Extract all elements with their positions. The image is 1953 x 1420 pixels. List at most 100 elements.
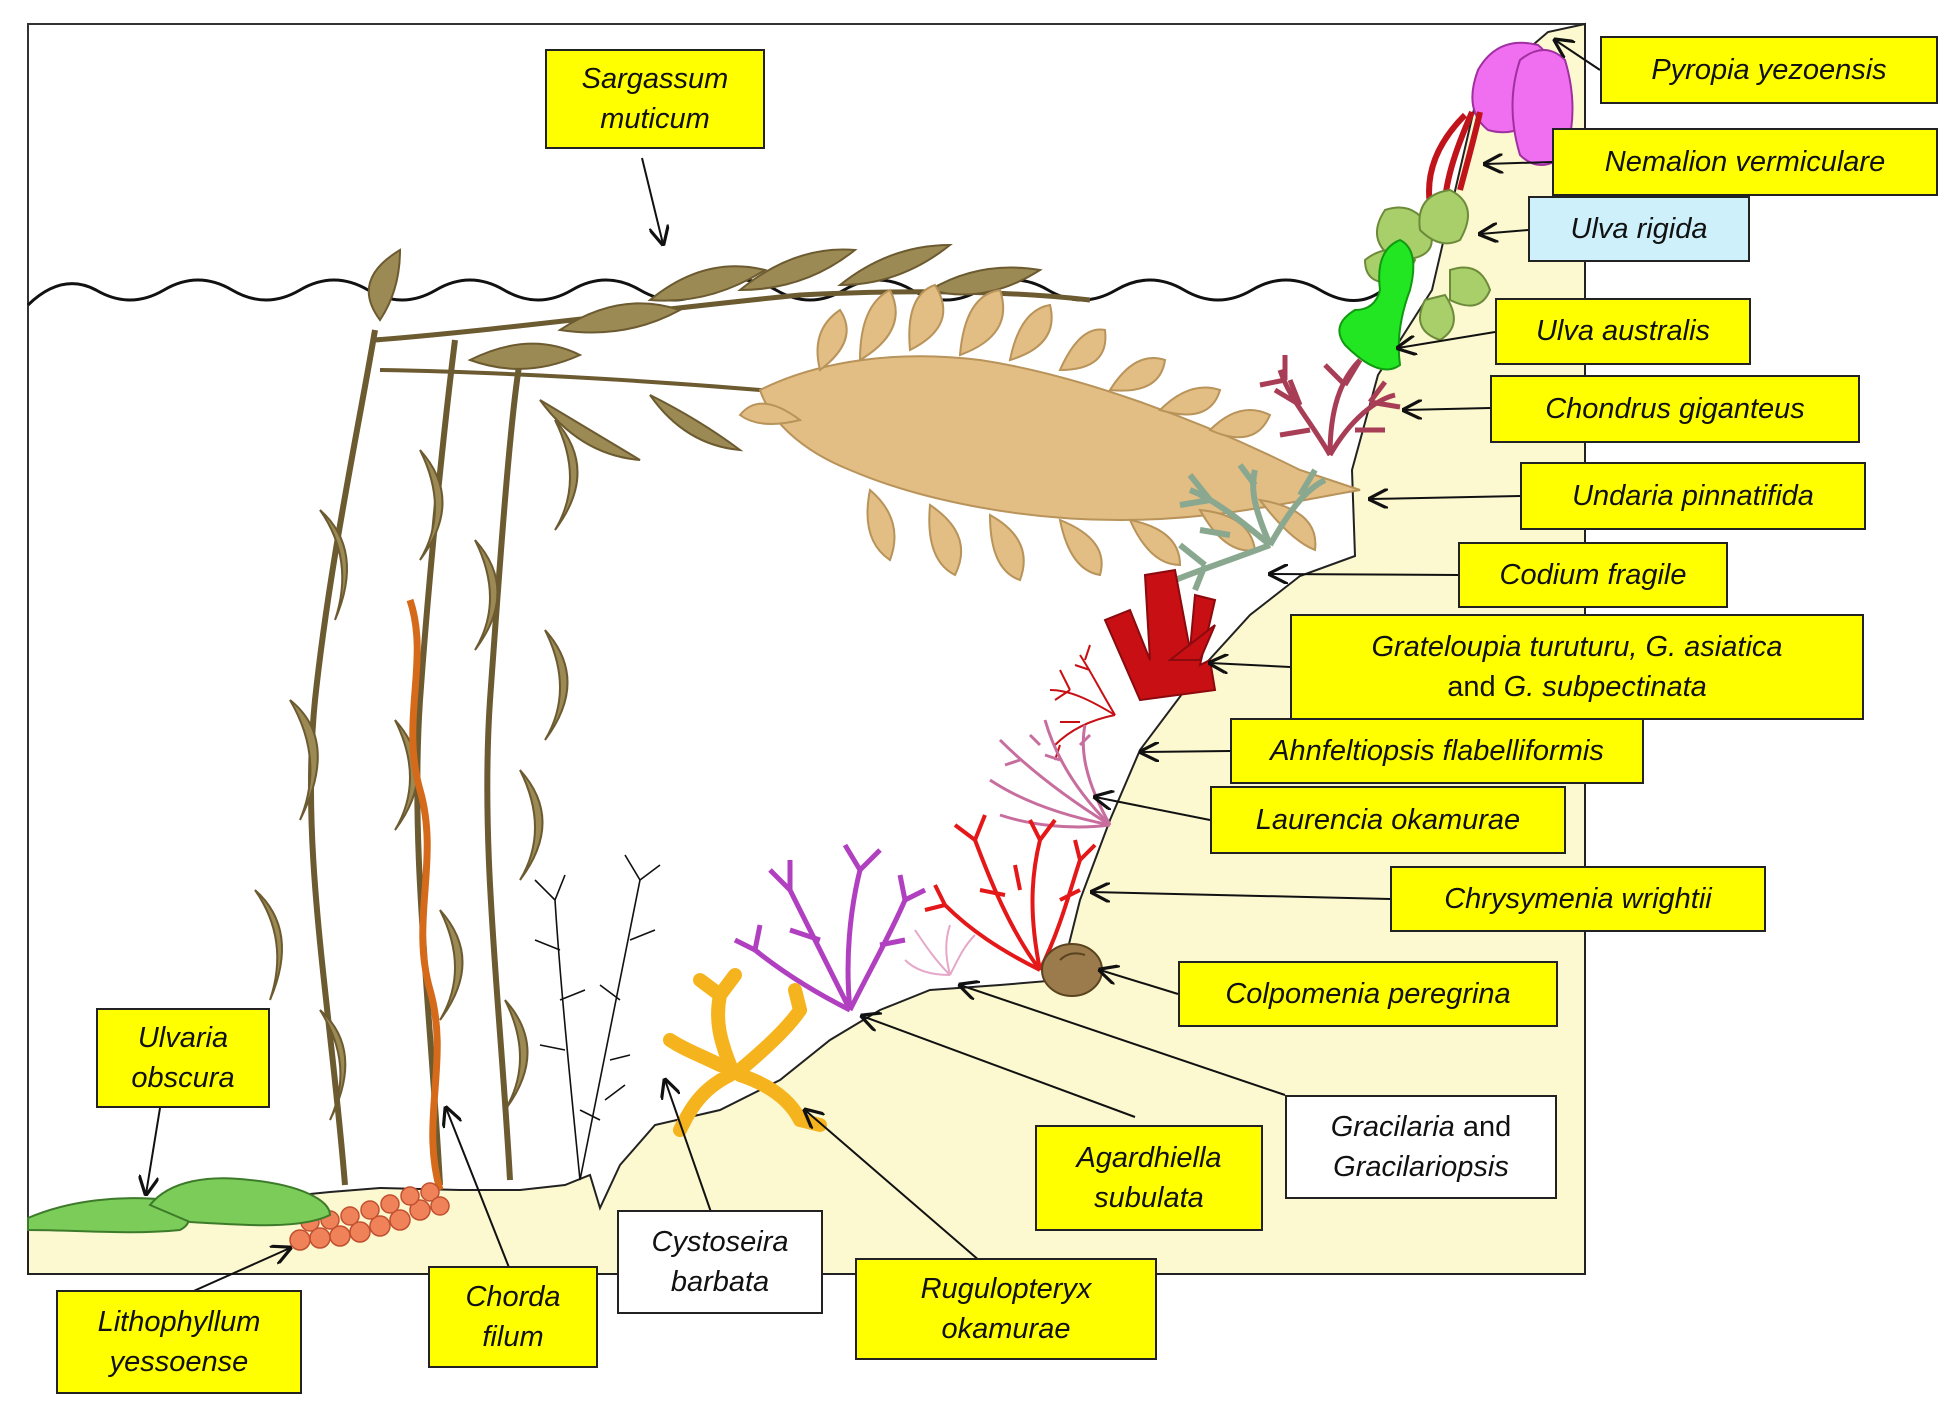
label-line: Laurencia okamurae (1256, 800, 1520, 840)
species-name-text: Lithophyllum (97, 1305, 261, 1338)
label-text: Chrysymenia wrightii (1444, 879, 1712, 919)
label-text: Laurencia okamurae (1256, 800, 1520, 840)
label-line: Nemalion vermiculare (1605, 142, 1885, 182)
species-name-text: G. subpectinata (1503, 671, 1707, 703)
label-colpomenia-peregrina: Colpomenia peregrina (1178, 961, 1558, 1027)
label-line: Cystoseira (652, 1222, 789, 1262)
label-text: Rugulopteryx okamurae (921, 1269, 1092, 1349)
species-name-text: muticum (600, 103, 710, 135)
label-text: Undaria pinnatifida (1572, 476, 1814, 516)
label-ulva-australis: Ulva australis (1495, 298, 1751, 365)
species-name-text: Gracilariopsis (1333, 1151, 1509, 1183)
undaria-pinnatifida-drawing (738, 283, 1361, 582)
label-text: Ulva australis (1536, 311, 1710, 351)
label-line: filum (465, 1317, 560, 1357)
species-name-text: Codium fragile (1499, 558, 1687, 591)
label-laurencia-okamurae: Laurencia okamurae (1210, 786, 1566, 854)
species-name-text: Ulva rigida (1570, 212, 1708, 245)
label-text: Pyropia yezoensis (1651, 50, 1886, 90)
label-line: subulata (1076, 1178, 1221, 1218)
label-line: okamurae (921, 1309, 1092, 1349)
label-line: Rugulopteryx (921, 1269, 1092, 1309)
label-codium-fragile: Codium fragile (1458, 542, 1728, 608)
species-name-text: Agardhiella (1076, 1141, 1222, 1174)
label-text: Codium fragile (1500, 555, 1687, 595)
species-name-text: Laurencia okamurae (1255, 803, 1521, 836)
label-text: Agardhiella subulata (1076, 1138, 1221, 1218)
label-chorda-filum: Chorda filum (428, 1266, 598, 1368)
label-agardhiella-subulata: Agardhiella subulata (1035, 1125, 1263, 1231)
label-line: Lithophyllum (98, 1302, 261, 1342)
species-name-text: barbata (670, 1266, 770, 1298)
cystoseira-barbata-drawing (534, 854, 661, 1181)
label-line: Sargassum (582, 59, 729, 99)
label-text: Nemalion vermiculare (1605, 142, 1885, 182)
label-line: barbata (652, 1262, 789, 1302)
species-name-text: Cystoseira (651, 1225, 789, 1258)
label-sargassum-muticum: Sargassum muticum (545, 49, 765, 149)
label-line: Ulva rigida (1571, 209, 1708, 249)
species-name-text: Rugulopteryx (920, 1272, 1092, 1305)
label-text: Lithophyllum yessoense (98, 1302, 261, 1382)
label-line: Gracilaria and (1331, 1107, 1512, 1147)
sargassum-muticum-drawing (254, 243, 1091, 1186)
ulvaria-obscura-drawing (27, 1177, 332, 1234)
label-line: and G. subpectinata (1371, 667, 1782, 707)
chorda-filum-drawing (406, 598, 444, 1191)
label-text: Colpomenia peregrina (1225, 974, 1510, 1014)
label-text: Ahnfeltiopsis flabelliformis (1270, 731, 1604, 771)
label-chondrus-giganteus: Chondrus giganteus (1490, 375, 1860, 443)
species-name-text: yessoense (109, 1346, 249, 1378)
species-name-text: Ulvaria (137, 1021, 229, 1054)
label-line: Chorda (465, 1277, 560, 1317)
species-name-text: Nemalion vermiculare (1604, 145, 1886, 178)
label-ulvaria-obscura: Ulvaria obscura (96, 1008, 270, 1108)
species-name-text: subulata (1094, 1182, 1204, 1214)
label-line: Agardhiella (1076, 1138, 1221, 1178)
label-text: Ulvaria obscura (131, 1018, 234, 1098)
species-name-text: filum (482, 1321, 544, 1353)
label-lithophyllum-yessoense: Lithophyllum yessoense (56, 1290, 302, 1394)
label-text: Grateloupia turuturu, G. asiatica and G. … (1371, 627, 1782, 707)
species-name-text: Ulva australis (1535, 315, 1711, 348)
label-line: Ulva australis (1536, 311, 1710, 351)
label-line: Chondrus giganteus (1545, 389, 1805, 429)
label-line: Grateloupia turuturu, G. asiatica (1371, 627, 1782, 667)
species-name-text: obscura (131, 1062, 235, 1094)
species-name-text: Colpomenia peregrina (1225, 977, 1511, 1010)
label-line: yessoense (98, 1342, 261, 1382)
species-name-text: Grateloupia turuturu, G. asiatica (1371, 630, 1783, 663)
label-line: Codium fragile (1500, 555, 1687, 595)
label-text: Ulva rigida (1571, 209, 1708, 249)
ahnfeltiopsis-flabelliformis-drawing (1049, 644, 1116, 761)
codium-fragile-drawing (1173, 463, 1327, 592)
label-text: Sargassum muticum (582, 59, 729, 139)
label-undaria-pinnatifida: Undaria pinnatifida (1520, 462, 1866, 530)
gracilaria-drawing (904, 924, 976, 976)
label-grateloupia: Grateloupia turuturu, G. asiatica and G. … (1290, 614, 1864, 720)
label-rugulopteryx-okamurae: Rugulopteryx okamurae (855, 1258, 1157, 1360)
label-ahnfeltiopsis-flabelliformis: Ahnfeltiopsis flabelliformis (1230, 718, 1644, 784)
chrysymenia-wrightii-drawing (924, 814, 1097, 972)
colpomenia-peregrina-drawing (1041, 943, 1103, 997)
agardhiella-subulata-drawing (733, 843, 927, 1013)
label-cystoseira-barbata: Cystoseira barbata (617, 1210, 823, 1314)
label-line: obscura (131, 1058, 234, 1098)
label-line: Ahnfeltiopsis flabelliformis (1270, 731, 1604, 771)
label-line: Undaria pinnatifida (1572, 476, 1814, 516)
species-name-text: Gracilaria (1330, 1110, 1455, 1143)
rugulopteryx-okamurae-drawing (663, 968, 827, 1137)
species-name-text: Pyropia yezoensis (1651, 53, 1887, 86)
pointer-arrows (146, 40, 1601, 1299)
chondrus-giganteus-drawing (1259, 355, 1401, 457)
label-line: Chrysymenia wrightii (1444, 879, 1712, 919)
label-chrysymenia-wrightii: Chrysymenia wrightii (1390, 866, 1766, 932)
label-line: muticum (582, 99, 729, 139)
species-name-text: Chondrus giganteus (1545, 392, 1805, 425)
label-line: Ulvaria (131, 1018, 234, 1058)
species-name-text: Undaria pinnatifida (1572, 479, 1814, 512)
label-text: Cystoseira barbata (652, 1222, 789, 1302)
species-name-text: Chorda (465, 1280, 561, 1313)
